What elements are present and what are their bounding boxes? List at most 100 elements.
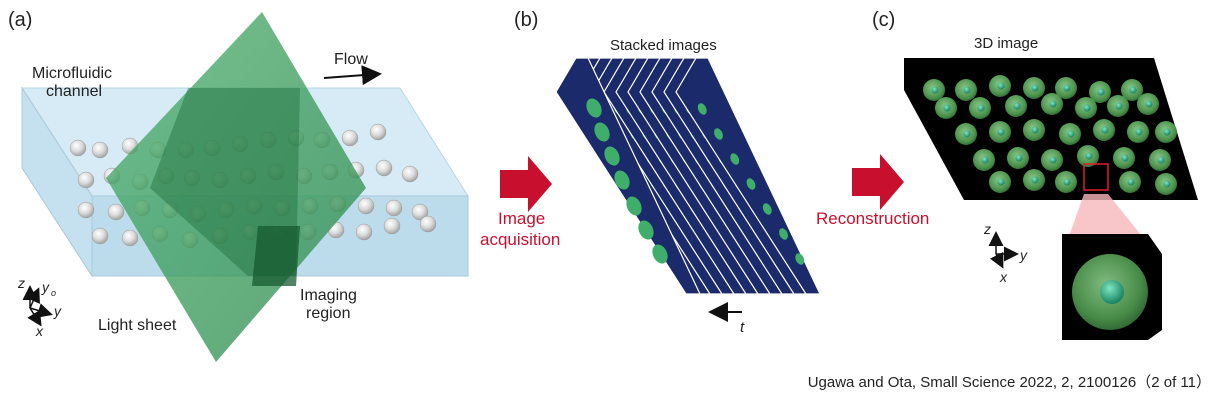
- nucleus: [997, 82, 1005, 90]
- flow-label: Flow: [334, 51, 368, 68]
- front-sheet: [555, 57, 701, 295]
- channel-side: [21, 86, 93, 278]
- nucleus: [1067, 130, 1075, 138]
- bead: [77, 201, 95, 219]
- nucleus: [1063, 84, 1071, 92]
- image-stack: [555, 57, 821, 295]
- panel-b-label: (b): [514, 9, 538, 31]
- nucleus: [1129, 86, 1137, 94]
- nucleus: [977, 104, 985, 112]
- citation: Ugawa and Ota, Small Science 2022, 2, 21…: [807, 374, 1211, 391]
- arrow-image-acquisition: Image acquisition: [480, 156, 560, 249]
- nucleus: [1157, 156, 1165, 164]
- bead: [383, 217, 401, 235]
- 3d-cells: [923, 75, 1177, 195]
- nucleus: [1049, 156, 1057, 164]
- acquisition-label-line1: Image: [498, 209, 545, 228]
- axis-a-y0-sub: o: [51, 288, 56, 298]
- imaging-region-label-line2: region: [306, 305, 350, 322]
- nucleus: [997, 178, 1005, 186]
- panel-c-label: (c): [872, 9, 895, 31]
- nucleus: [1163, 180, 1171, 188]
- bead: [91, 227, 109, 245]
- bead: [419, 215, 437, 233]
- panel-a-label: (a): [8, 9, 32, 31]
- red-arrow-2: [852, 154, 904, 210]
- nucleus: [981, 156, 989, 164]
- bead: [369, 123, 387, 141]
- stack-cell: [762, 203, 772, 215]
- axis-c-z: z: [983, 221, 991, 237]
- 3d-image-title: 3D image: [974, 35, 1038, 52]
- nucleus: [1031, 126, 1039, 134]
- front-sheet-cell: [652, 244, 668, 264]
- light-sheet-label: Light sheet: [98, 317, 177, 334]
- light-sheet: [106, 12, 366, 362]
- bead: [107, 203, 125, 221]
- arrow-reconstruction: Reconstruction: [816, 154, 929, 228]
- stack-cell: [697, 103, 707, 115]
- nucleus: [1049, 100, 1057, 108]
- axis-c-y: y: [1019, 247, 1028, 263]
- front-sheet-cell: [638, 220, 654, 240]
- nucleus: [963, 86, 971, 94]
- front-sheet-cell: [604, 146, 620, 166]
- nucleus: [931, 86, 939, 94]
- bead: [77, 171, 95, 189]
- nucleus: [1101, 126, 1109, 134]
- flow-arrow: [323, 65, 382, 86]
- bead: [121, 229, 139, 247]
- nucleus: [943, 104, 951, 112]
- axes-a: [22, 285, 53, 327]
- bead: [357, 197, 375, 215]
- nucleus: [1163, 128, 1171, 136]
- time-label: t: [740, 319, 745, 336]
- nucleus: [1085, 152, 1093, 160]
- nucleus: [1115, 102, 1123, 110]
- imaging-region-label-line1: Imaging: [300, 287, 357, 304]
- panel-b: (b) Stacked images t: [514, 9, 821, 336]
- nucleus: [1127, 178, 1135, 186]
- bead: [385, 199, 403, 217]
- stack-cell: [714, 128, 723, 140]
- red-arrow-1: [500, 156, 552, 212]
- front-sheet-cell: [626, 196, 642, 216]
- panel-c: (c) 3D image z y x: [872, 9, 1198, 340]
- 3d-volume: [904, 58, 1198, 200]
- stack-cell: [730, 153, 740, 165]
- nucleus: [1031, 176, 1039, 184]
- bead: [375, 159, 393, 177]
- bead: [411, 203, 429, 221]
- axis-a-x: x: [35, 323, 44, 339]
- imaging-region-front: [252, 226, 300, 286]
- zoom-nucleus: [1100, 280, 1124, 304]
- nucleus: [1121, 154, 1129, 162]
- bead: [401, 165, 419, 183]
- axis-a-y0: y: [41, 279, 50, 295]
- bead: [69, 139, 87, 157]
- nucleus: [1135, 128, 1143, 136]
- nucleus: [997, 128, 1005, 136]
- stack-cell: [795, 253, 805, 265]
- axis-a-z: z: [17, 275, 25, 291]
- nucleus: [1083, 104, 1091, 112]
- stacked-images-title: Stacked images: [610, 37, 717, 54]
- nucleus: [1063, 178, 1071, 186]
- nucleus: [1097, 88, 1105, 96]
- zoom-view: [1062, 234, 1162, 340]
- front-sheet-cell: [614, 170, 630, 190]
- axes-c: [988, 231, 1019, 269]
- reconstruction-label: Reconstruction: [816, 209, 929, 228]
- axis-c-x: x: [999, 269, 1008, 285]
- channel-label-line2: channel: [46, 83, 102, 100]
- bead: [355, 223, 373, 241]
- axis-a-y: y: [53, 303, 62, 319]
- bead: [91, 141, 109, 159]
- panel-a: (a) Microfluidic channel Flow Light shee…: [8, 9, 469, 362]
- nucleus: [1015, 154, 1023, 162]
- bead: [341, 129, 359, 147]
- nucleus: [1031, 84, 1039, 92]
- nucleus: [1145, 100, 1153, 108]
- nucleus: [1013, 102, 1021, 110]
